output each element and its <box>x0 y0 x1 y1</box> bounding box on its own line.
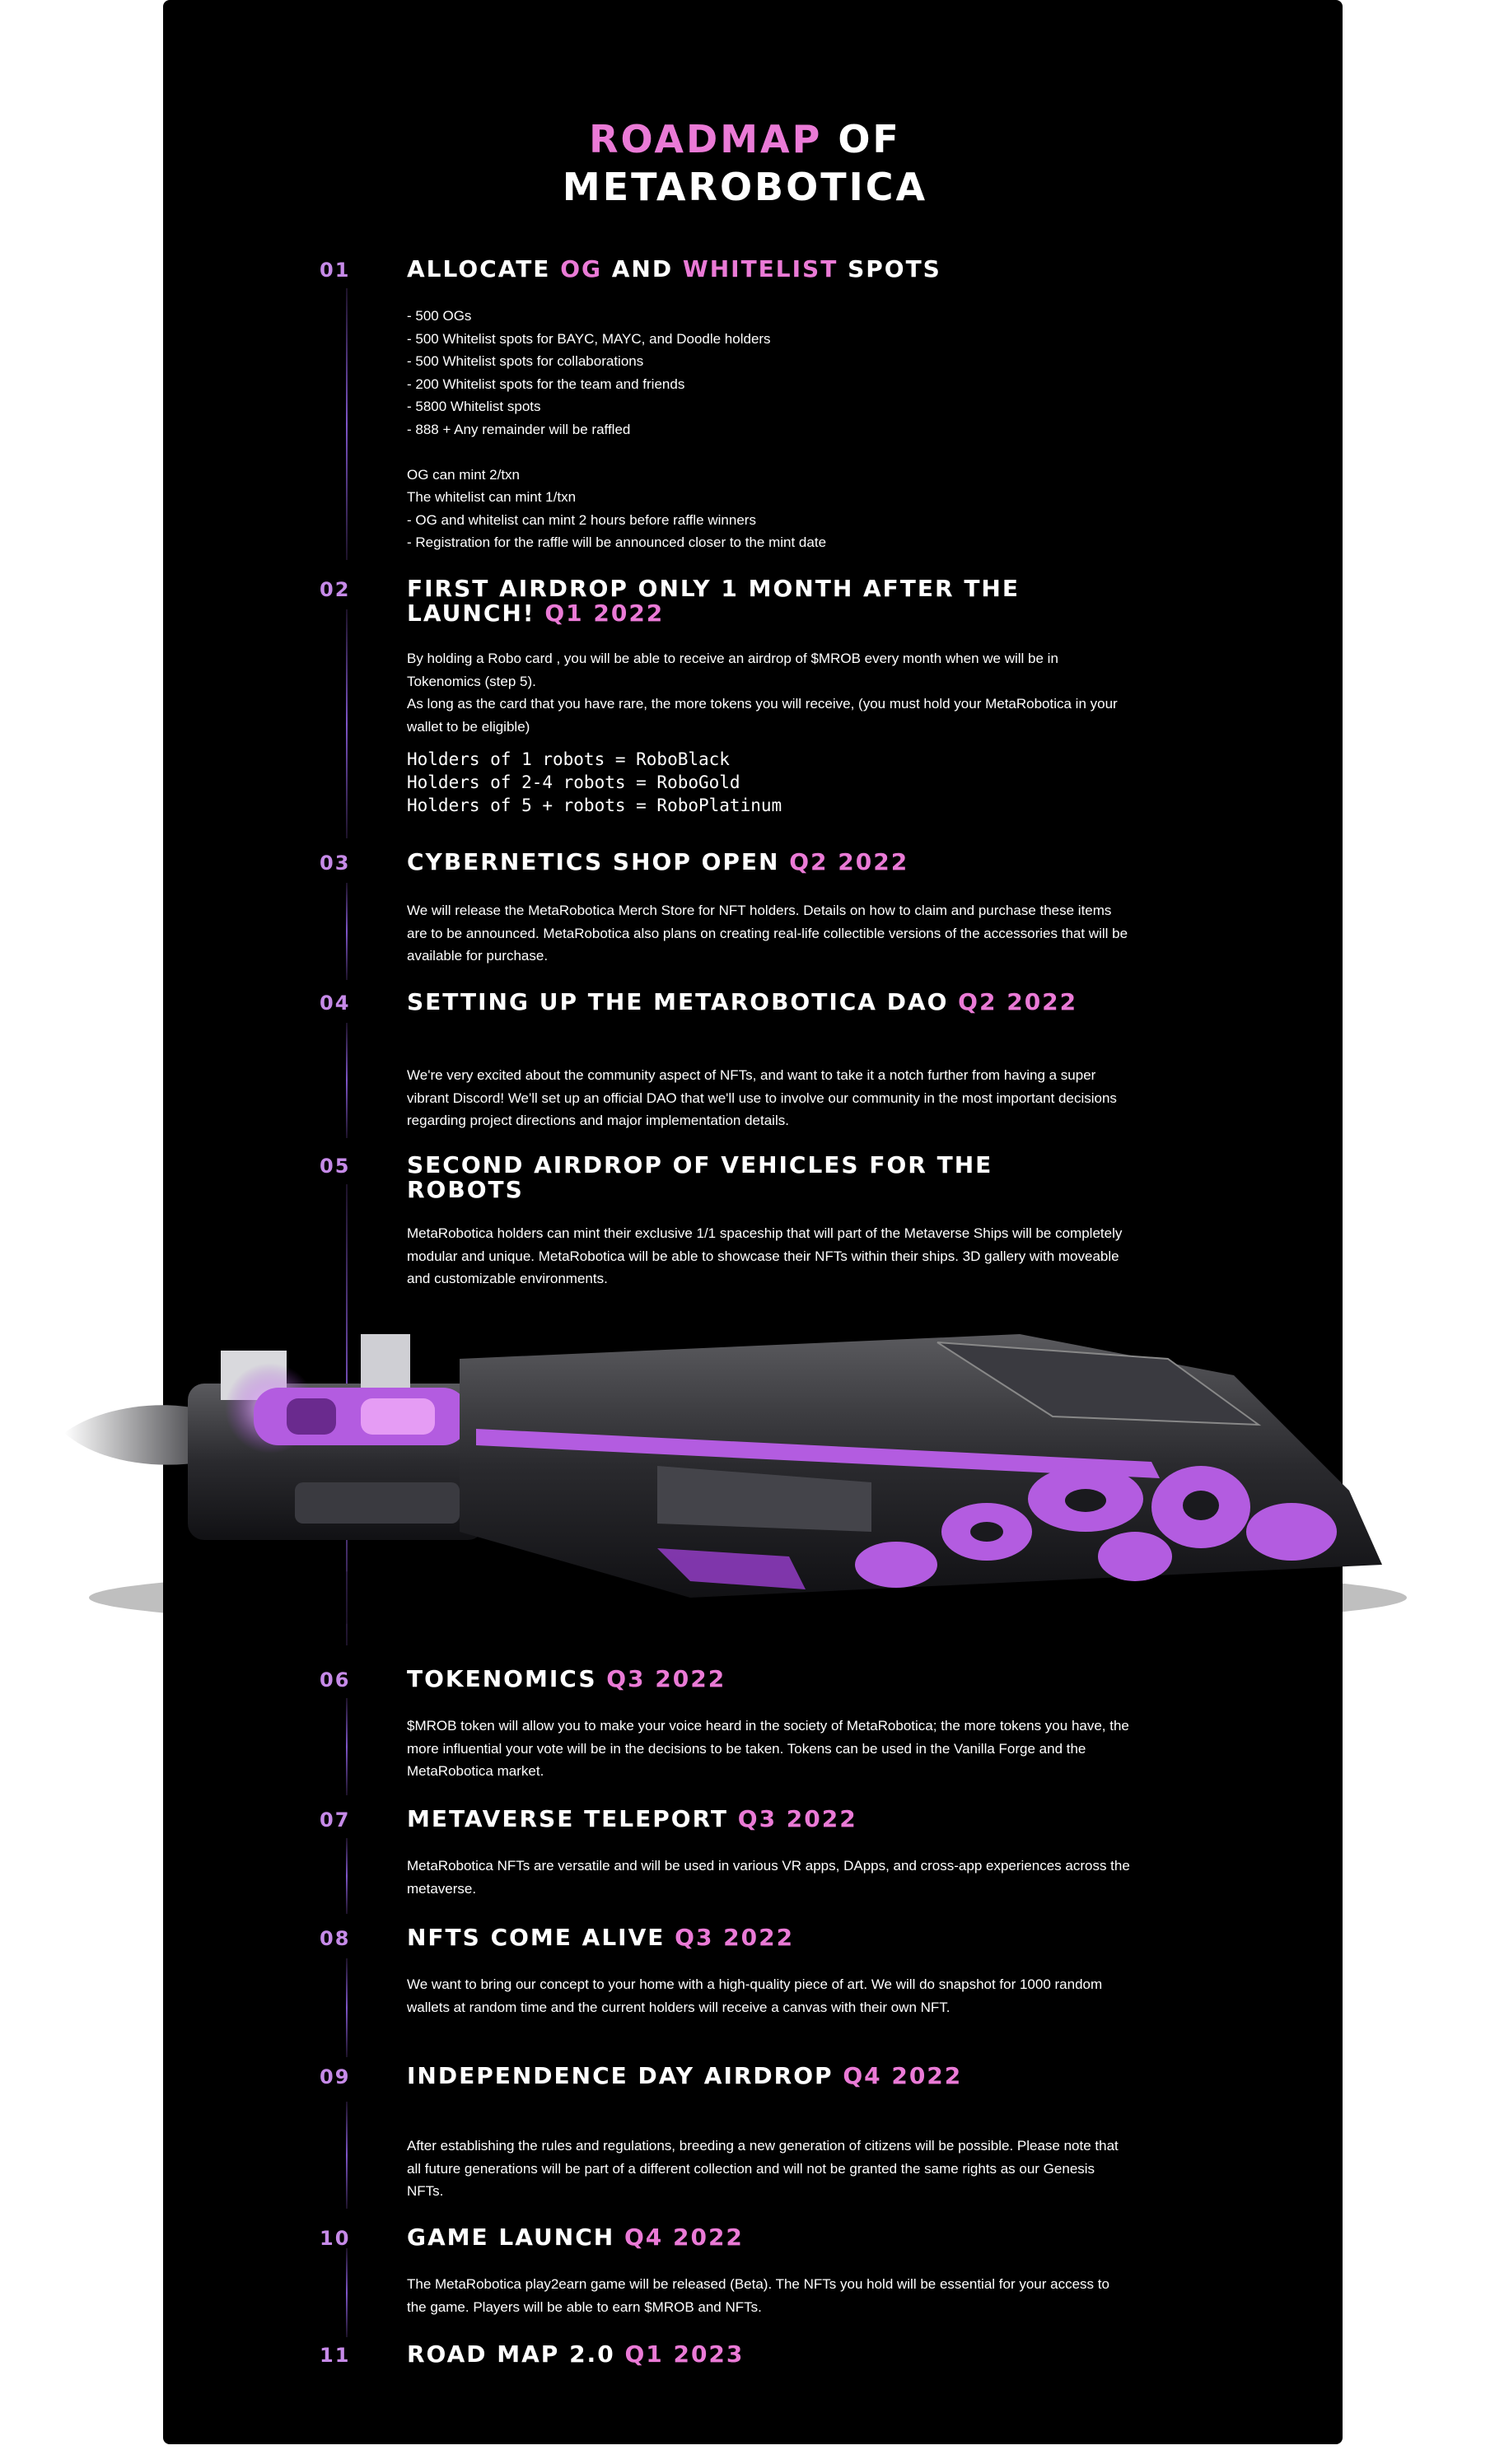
timeline-line <box>346 288 348 560</box>
step-number: 02 <box>320 578 351 601</box>
step-title: INDEPENDENCE DAY AIRDROP Q4 2022 <box>407 2062 963 2089</box>
step-description: After establishing the rules and regulat… <box>407 2138 1119 2199</box>
title-of: OF <box>822 117 901 161</box>
step-title: SETTING UP THE METAROBOTICA DAO Q2 2022 <box>407 988 1078 1015</box>
step-description: We're very excited about the community a… <box>407 1067 1117 1128</box>
step-description: The MetaRobotica play2earn game will be … <box>407 2276 1109 2315</box>
step-number: 06 <box>320 1668 351 1692</box>
step-number: 10 <box>320 2227 351 2250</box>
step-number: 04 <box>320 992 351 1015</box>
step-title: ALLOCATE OG AND WHITELIST SPOTS <box>407 255 941 282</box>
timeline-line <box>346 1023 348 1138</box>
holder-tiers: Holders of 1 robots = RoboBlack Holders … <box>407 749 782 815</box>
step-title: NFTS COME ALIVE Q3 2022 <box>407 1924 795 1951</box>
step-number: 05 <box>320 1155 351 1178</box>
timeline-line <box>346 2102 348 2209</box>
timeline-line <box>346 1958 348 2057</box>
roadmap-panel <box>163 0 1343 2444</box>
timeline-line <box>346 1838 348 1914</box>
step-number: 09 <box>320 2065 351 2088</box>
step-number: 07 <box>320 1808 351 1832</box>
step-title: GAME LAUNCH Q4 2022 <box>407 2224 744 2251</box>
step-title: CYBERNETICS SHOP OPEN Q2 2022 <box>407 848 909 875</box>
spaceship-illustration <box>64 1334 1407 1631</box>
page-title: ROADMAP OF METAROBOTICA <box>0 115 1490 211</box>
step-description: By holding a Robo card , you will be abl… <box>407 647 1132 817</box>
timeline-line <box>346 883 348 980</box>
step-title: ROAD MAP 2.0 Q1 2023 <box>407 2340 745 2368</box>
title-roadmap: ROADMAP <box>589 117 823 161</box>
step-number: 03 <box>320 852 351 875</box>
step-description: - 500 OGs - 500 Whitelist spots for BAYC… <box>407 308 827 550</box>
step-title: SECOND AIRDROP OF VEHICLES FOR THE ROBOT… <box>407 1151 993 1203</box>
step-description: $MROB token will allow you to make your … <box>407 1718 1129 1779</box>
step-description: We will release the MetaRobotica Merch S… <box>407 903 1128 964</box>
step-number: 11 <box>320 2344 351 2367</box>
step-description: MetaRobotica NFTs are versatile and will… <box>407 1858 1130 1897</box>
title-metarobotica: METAROBOTICA <box>562 165 928 209</box>
step-number: 01 <box>320 259 351 282</box>
step-title: TOKENOMICS Q3 2022 <box>407 1665 726 1692</box>
step-description: MetaRobotica holders can mint their excl… <box>407 1225 1123 1286</box>
timeline-line <box>346 1698 348 1795</box>
timeline-line <box>346 609 348 838</box>
step-title: FIRST AIRDROP ONLY 1 MONTH AFTER THE LAU… <box>407 575 1020 627</box>
step-description: We want to bring our concept to your hom… <box>407 1976 1103 2015</box>
step-number: 08 <box>320 1927 351 1950</box>
step-title: METAVERSE TELEPORT Q3 2022 <box>407 1805 857 1832</box>
timeline-line <box>346 2248 348 2337</box>
